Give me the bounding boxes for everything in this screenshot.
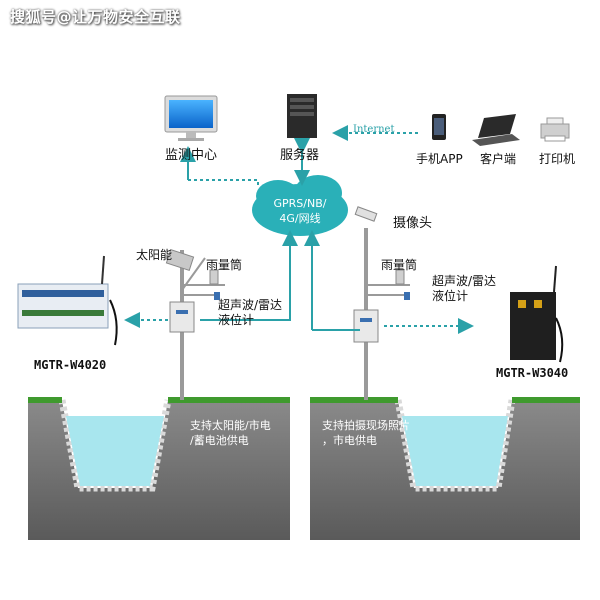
ground-note-left-2: /蓄电池供电	[190, 434, 249, 447]
pole-right	[353, 206, 410, 400]
ground-note-right-2: ，市电供电	[322, 434, 377, 447]
device-left-icon	[17, 255, 118, 346]
label-device-right-model: MGTR-W3040	[496, 366, 569, 380]
label-device-left-model: MGTR-W4020	[34, 358, 107, 372]
label-ultrasonic-left-2: 液位计	[218, 313, 255, 327]
label-phone-app: 手机APP	[416, 152, 463, 166]
connection-arrows	[124, 125, 474, 334]
monitor-icon	[164, 95, 218, 141]
ground-right	[310, 397, 580, 540]
ground-note-right: 支持拍摄现场照片 ，市电供电	[322, 418, 410, 448]
laptop-icon	[472, 114, 520, 146]
label-rain-gauge-right: 雨量筒	[381, 258, 418, 272]
label-ultrasonic-right-2: 液位计	[432, 289, 469, 303]
network-cloud	[252, 175, 348, 236]
label-monitor-center: 监测中心	[165, 148, 218, 163]
ground-note-right-1: 支持拍摄现场照片	[322, 419, 410, 432]
pole-left	[165, 249, 225, 400]
server-icon	[287, 94, 317, 138]
ground-note-left: 支持太阳能/市电 /蓄电池供电	[190, 418, 271, 448]
cloud-line-1: GPRS/NB/	[273, 197, 327, 210]
label-ultrasonic-right-1: 超声波/雷达	[432, 274, 497, 288]
label-ultrasonic-left-1: 超声波/雷达	[218, 298, 283, 312]
label-internet: Internet	[353, 124, 395, 135]
label-printer: 打印机	[539, 152, 576, 166]
watermark-text: 搜狐号@让万物安全互联	[10, 8, 181, 26]
label-server: 服务器	[280, 148, 320, 163]
cloud-label: GPRS/NB/ 4G/网线	[262, 196, 338, 226]
label-camera: 摄像头	[393, 216, 433, 231]
cloud-line-2: 4G/网线	[279, 212, 321, 225]
label-solar: 太阳能	[136, 248, 173, 262]
device-right-icon	[510, 265, 564, 363]
label-client: 客户端	[480, 152, 517, 166]
label-rain-gauge-left: 雨量筒	[206, 258, 243, 272]
ground-note-left-1: 支持太阳能/市电	[190, 419, 271, 432]
printer-icon	[540, 117, 570, 142]
phone-icon	[432, 114, 446, 140]
ground-left	[28, 397, 290, 540]
